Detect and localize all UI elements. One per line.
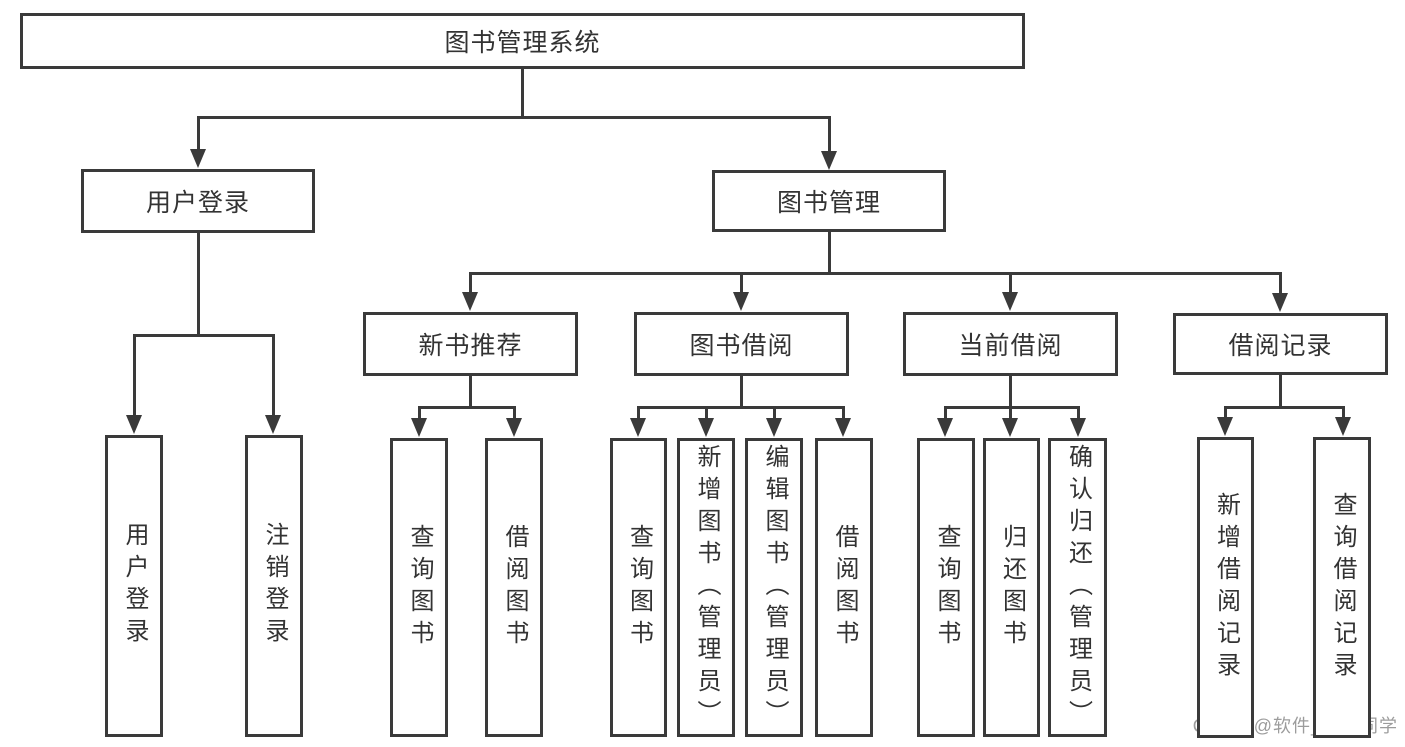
node-logout-action: 注销登录 [245, 435, 303, 737]
connector-vline [1009, 376, 1012, 407]
arrowhead-down-icon [1002, 292, 1018, 311]
arrowhead-down-icon [126, 415, 142, 434]
connector-vline [828, 117, 831, 151]
node-current-borrow: 当前借阅 [903, 312, 1118, 376]
connector-hline [637, 406, 845, 409]
connector-vline [469, 273, 472, 294]
node-borrow-record: 借阅记录 [1173, 313, 1388, 375]
node-root: 图书管理系统 [20, 13, 1025, 69]
connector-vline [521, 69, 524, 117]
node-new-book-rec: 新书推荐 [363, 312, 578, 376]
connector-vline [773, 407, 776, 420]
connector-vline [1279, 375, 1282, 407]
arrowhead-down-icon [462, 292, 478, 311]
connector-vline [637, 407, 640, 420]
arrowhead-down-icon [1002, 418, 1018, 437]
connector-hline [133, 334, 275, 337]
node-query-book-rec: 查询图书 [390, 438, 448, 737]
connector-vline [1009, 407, 1012, 420]
arrowhead-down-icon [937, 418, 953, 437]
connector-hline [197, 116, 831, 119]
arrowhead-down-icon [1272, 293, 1288, 312]
node-book-borrow: 图书借阅 [634, 312, 849, 376]
arrowhead-down-icon [630, 418, 646, 437]
connector-vline [1077, 407, 1080, 420]
connector-vline [1009, 273, 1012, 294]
connector-vline [740, 376, 743, 407]
arrowhead-down-icon [821, 151, 837, 170]
arrowhead-down-icon [733, 292, 749, 311]
node-query-book-borrow: 查询图书 [610, 438, 667, 737]
connector-vline [272, 335, 275, 416]
connector-vline [197, 117, 200, 150]
node-edit-book-admin: 编辑图书（管理员） [745, 438, 803, 737]
arrowhead-down-icon [698, 418, 714, 437]
connector-vline [828, 232, 831, 273]
arrowhead-down-icon [766, 418, 782, 437]
connector-vline [1342, 407, 1345, 419]
connector-hline [469, 272, 1282, 275]
connector-vline [944, 407, 947, 420]
connector-vline [469, 376, 472, 407]
connector-vline [1279, 273, 1282, 295]
node-query-borrow-record: 查询借阅记录 [1313, 437, 1371, 738]
connector-vline [197, 233, 200, 335]
arrowhead-down-icon [506, 418, 522, 437]
arrowhead-down-icon [1335, 417, 1351, 436]
connector-hline [418, 406, 516, 409]
node-borrow-book-2: 借阅图书 [815, 438, 873, 737]
connector-hline [944, 406, 1080, 409]
node-add-book-admin: 新增图书（管理员） [677, 438, 735, 737]
arrowhead-down-icon [411, 418, 427, 437]
connector-vline [705, 407, 708, 420]
node-user-login-action: 用户登录 [105, 435, 163, 737]
connector-hline [1224, 406, 1345, 409]
arrowhead-down-icon [265, 415, 281, 434]
node-add-borrow-record: 新增借阅记录 [1197, 437, 1254, 738]
node-query-book-current: 查询图书 [917, 438, 975, 737]
arrowhead-down-icon [1070, 418, 1086, 437]
connector-vline [740, 273, 743, 294]
connector-vline [513, 407, 516, 420]
node-book-mgmt: 图书管理 [712, 170, 946, 232]
connector-vline [842, 407, 845, 420]
node-confirm-return-admin: 确认归还（管理员） [1048, 438, 1107, 737]
node-return-book: 归还图书 [983, 438, 1040, 737]
node-borrow-book-rec: 借阅图书 [485, 438, 543, 737]
connector-vline [418, 407, 421, 420]
connector-vline [1224, 407, 1227, 419]
node-user-login: 用户登录 [81, 169, 315, 233]
arrowhead-down-icon [190, 149, 206, 168]
connector-vline [133, 335, 136, 416]
arrowhead-down-icon [1217, 417, 1233, 436]
arrowhead-down-icon [835, 418, 851, 437]
